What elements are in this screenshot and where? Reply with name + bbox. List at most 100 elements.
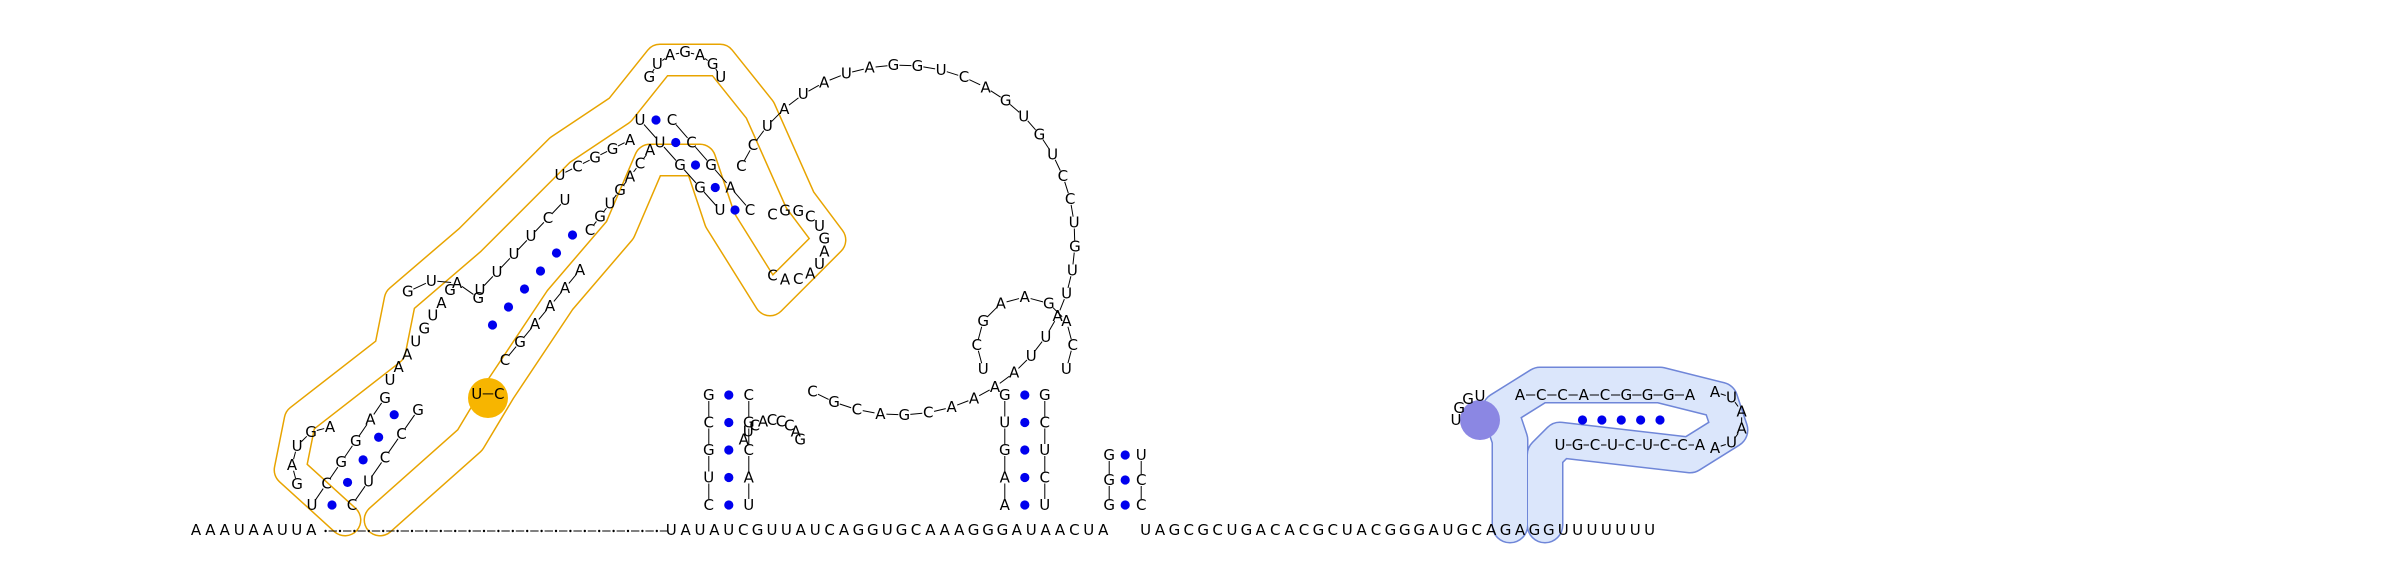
stem-c-left: U — [635, 111, 646, 129]
backbone-nucleotide: A — [191, 521, 202, 539]
hairpin5-outer-left: U — [1475, 387, 1486, 405]
backbone-nucleotide: U — [666, 521, 677, 539]
backbone-nucleotide: A — [1055, 521, 1066, 539]
stem-a-right: C — [380, 449, 390, 467]
upper-right-tail: A — [625, 168, 636, 186]
backbone-nucleotide: U — [234, 521, 245, 539]
hairpin3-loop: G — [977, 312, 989, 330]
big-loop-nucleotide: G — [1069, 238, 1081, 256]
upper-left: U — [555, 166, 566, 184]
backbone-segment — [600, 150, 608, 156]
lower-loop: A — [287, 456, 298, 474]
hairpin2-loop: G — [794, 431, 806, 449]
stem-a-right: C — [396, 425, 406, 443]
backbone-nucleotide: A — [205, 521, 216, 539]
backbone-nucleotide: A — [925, 521, 936, 539]
backbone-nucleotide: A — [306, 521, 317, 539]
upper-right-tail: U — [605, 194, 616, 212]
side-hairpin: G — [792, 202, 804, 220]
upper-right-tail: G — [614, 181, 626, 199]
backbone-segment — [886, 413, 899, 416]
big-loop-nucleotide: A — [990, 378, 1001, 396]
gap-dot — [439, 529, 442, 533]
mid-loop-top: G — [472, 289, 484, 307]
backbone-segment — [1072, 252, 1075, 265]
backbone-segment — [329, 466, 339, 479]
backbone-segment — [923, 66, 936, 70]
backbone-segment — [933, 408, 946, 412]
backbone-segment — [1006, 298, 1020, 303]
backbone-nucleotide: U — [695, 521, 706, 539]
stem-b-right: C — [500, 351, 510, 369]
purple-highlight-spot — [1460, 400, 1500, 440]
backbone-segment — [714, 169, 727, 184]
backbone-segment — [593, 221, 597, 226]
hairpin3-loop: C — [972, 336, 982, 354]
backbone-segment — [1070, 204, 1074, 217]
gap-dot — [353, 529, 356, 533]
big-loop-nucleotide: G — [899, 406, 911, 424]
base-pair-dot — [1120, 475, 1130, 485]
backbone-nucleotide: C — [1472, 521, 1482, 539]
backbone-segment — [293, 451, 297, 460]
gap-dot — [526, 529, 529, 533]
backbone-nucleotide: G — [982, 521, 994, 539]
hairpin2-loop: C — [784, 416, 794, 434]
hairpin2-stem-right: C — [744, 441, 754, 459]
upper-left: A — [625, 131, 636, 149]
backbone-segment — [1054, 159, 1061, 171]
backbone-nucleotide: G — [1457, 521, 1469, 539]
backbone-lines — [293, 52, 1743, 533]
backbone-segment — [314, 488, 324, 501]
gap-dot — [540, 529, 543, 533]
stem-a-left: G — [350, 432, 362, 450]
base-pair-dot — [1020, 445, 1030, 455]
backbone-nucleotide: G — [1385, 521, 1397, 539]
backbone-nucleotide: A — [709, 521, 720, 539]
lower-loop: U — [292, 437, 303, 455]
hairpin3-loop: G — [1043, 294, 1055, 312]
backbone-nucleotide: U — [810, 521, 821, 539]
stem-c-right: C — [745, 201, 755, 219]
gap-dot — [454, 529, 457, 533]
backbone-nucleotide: G — [1197, 521, 1209, 539]
hairpin5-stem-left: G — [1103, 496, 1115, 514]
base-pair-dot — [710, 182, 720, 193]
backbone-nucleotide: A — [1428, 521, 1439, 539]
backbone-nucleotide: C — [1270, 521, 1280, 539]
stem-a-left: G — [335, 453, 347, 471]
backbone-segment — [957, 400, 969, 406]
backbone-segment — [910, 412, 923, 415]
backbone-nucleotide: A — [1284, 521, 1295, 539]
backbone-nucleotide: C — [1328, 521, 1338, 539]
big-loop-nucleotide: U — [841, 64, 852, 82]
backbone-segment — [603, 207, 607, 213]
big-loop-nucleotide: C — [1058, 167, 1068, 185]
gap-dot — [511, 529, 514, 533]
base-pair-dot — [1020, 472, 1030, 483]
backbone-nucleotide: G — [1399, 521, 1411, 539]
hairpin3-stem-right: G — [1039, 386, 1051, 404]
backbone-segment — [875, 65, 888, 68]
hairpin3-stem-right: C — [1040, 469, 1050, 487]
hairpin2-loop: C — [767, 411, 777, 429]
big-loop-nucleotide: A — [1053, 307, 1064, 325]
big-loop-nucleotide: U — [762, 117, 773, 135]
gap-dot — [655, 529, 658, 533]
backbone-nucleotide: A — [1515, 521, 1526, 539]
backbone-nucleotide: A — [1012, 521, 1023, 539]
gap-dot — [569, 529, 572, 533]
backbone-segment — [404, 414, 415, 430]
backbone-segment — [358, 424, 368, 437]
backbone-nucleotide: U — [767, 521, 778, 539]
backbone-segment — [316, 428, 325, 432]
base-pair-dot — [690, 160, 701, 170]
hairpin5-loop: A — [1736, 420, 1747, 438]
big-loop-nucleotide: U — [1067, 261, 1078, 279]
side-hairpin: C — [793, 270, 803, 288]
hairpin5-top-row: C — [1536, 386, 1546, 404]
hairpin2-stem-right: G — [743, 414, 755, 432]
backbone-segment — [388, 438, 399, 453]
upper-loop: G — [707, 55, 719, 73]
